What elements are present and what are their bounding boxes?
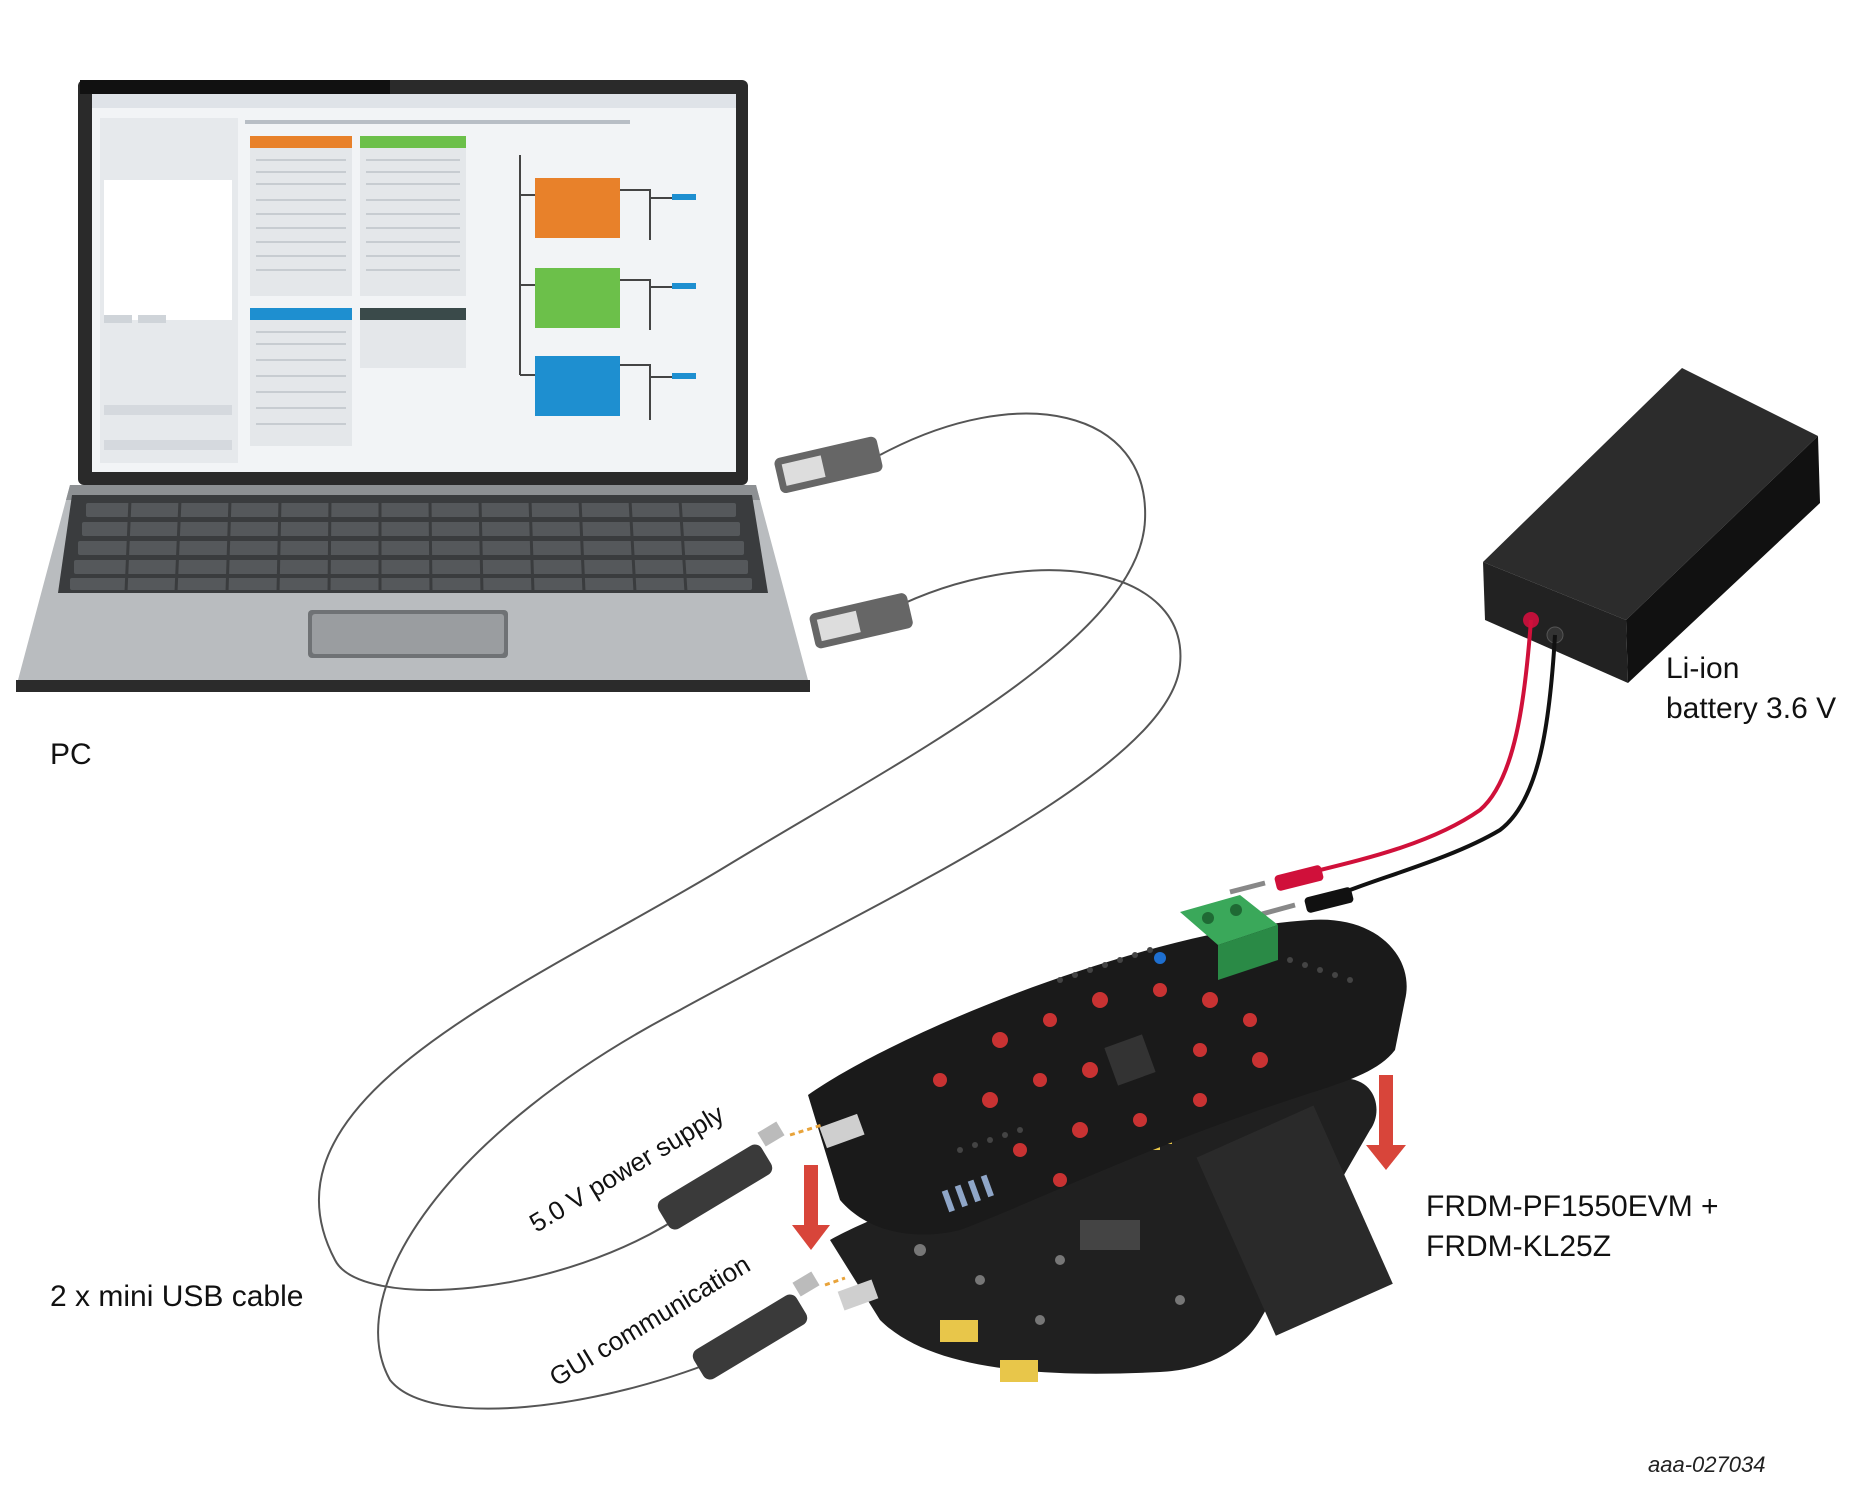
black-wire <box>1329 634 1557 900</box>
down-arrow-right <box>1366 1075 1406 1170</box>
li-ion-battery <box>1483 368 1820 683</box>
gui-panel-blue <box>250 308 352 320</box>
board-label-line2: FRDM-KL25Z <box>1426 1230 1612 1263</box>
terminal-block <box>1180 895 1278 980</box>
down-arrow-left <box>792 1165 830 1250</box>
banana-plug-red <box>1229 865 1324 895</box>
usb-a-plug-bottom <box>809 593 913 649</box>
board-label-line1: FRDM-PF1550EVM + <box>1426 1190 1719 1223</box>
gui-panel-green <box>360 136 466 148</box>
banana-plug-black <box>1261 887 1354 917</box>
red-wire <box>1299 619 1533 877</box>
frdm-pf1550evm-board <box>808 895 1407 1311</box>
usb-a-plug-top <box>774 436 883 494</box>
battery-label-line1: Li-ion <box>1666 652 1740 685</box>
laptop <box>16 80 810 692</box>
battery-label-line2: battery 3.6 V <box>1666 692 1837 725</box>
usb-cables <box>318 412 1182 1410</box>
frdm-kl25z-board <box>830 1078 1393 1382</box>
mini-usb-plug-gui <box>692 1271 820 1380</box>
schematic-block-orange <box>535 178 620 238</box>
schematic-block-blue <box>535 356 620 416</box>
gui-panel-orange <box>250 136 352 148</box>
pc-label: PC <box>50 738 92 771</box>
mini-usb-plug-power <box>657 1121 785 1230</box>
figure-code: aaa-027034 <box>1648 1452 1766 1477</box>
schematic-block-green <box>535 268 620 328</box>
cable-label: 2 x mini USB cable <box>50 1280 304 1313</box>
